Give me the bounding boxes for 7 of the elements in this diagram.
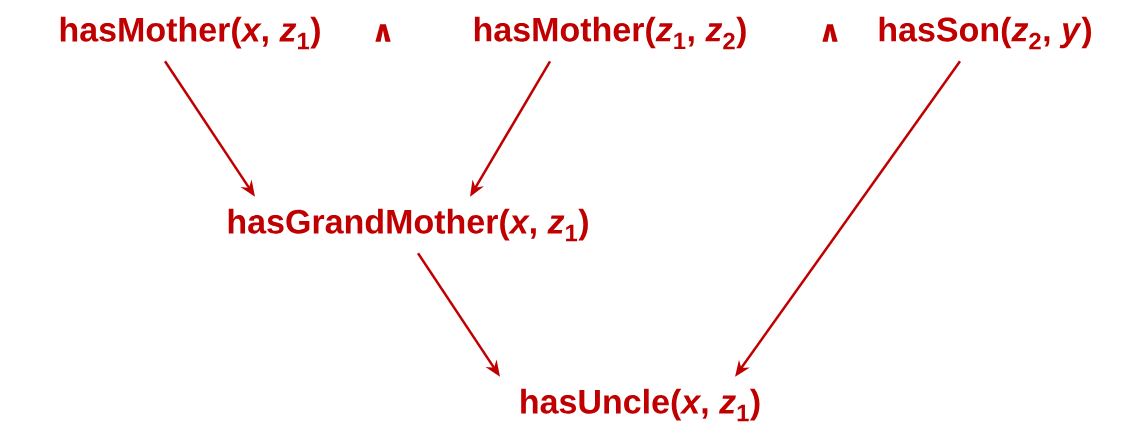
formula-text: hasMother(x, z$_{1}$) [60,16,320,50]
conjunction-sign: ∧ [375,24,391,42]
formula-text: hasMother(z$_{1}$, z$_{2}$) [474,16,746,50]
formula-text: hasGrandMother(x, z$_{1}$) [228,208,588,242]
conjunction-sign: ∧ [822,24,838,42]
formula-text: hasUncle(x, z$_{1}$) [521,388,760,422]
formula-text: hasSon(z$_{2}$, y) [879,16,1091,50]
